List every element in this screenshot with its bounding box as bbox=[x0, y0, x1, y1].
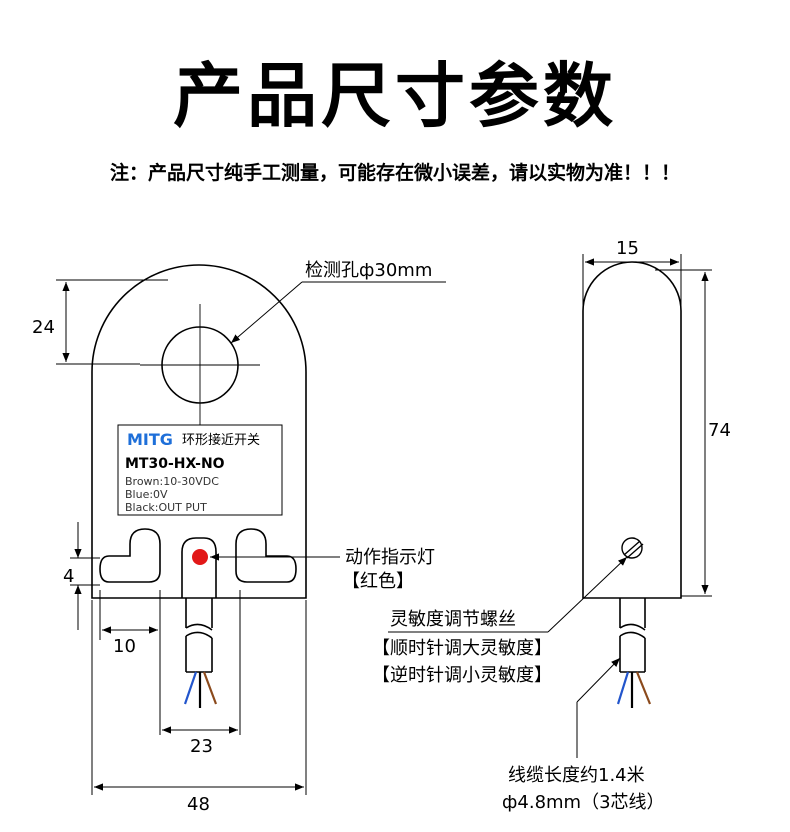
dim-top: 24 bbox=[32, 317, 55, 338]
front-view bbox=[91, 264, 307, 673]
left-mounting-slot bbox=[99, 528, 161, 583]
label-wire-blue: Blue:0V bbox=[125, 488, 168, 501]
front-dimensions bbox=[56, 279, 307, 795]
right-mounting-slot bbox=[235, 528, 297, 583]
label-type: 环形接近开关 bbox=[182, 432, 260, 448]
sensitivity-screw bbox=[621, 537, 643, 559]
side-wires bbox=[616, 671, 652, 708]
label-wire-brown: Brown:10-30VDC bbox=[125, 475, 219, 488]
side-callout-leaders bbox=[388, 556, 628, 758]
dim-thickness: 15 bbox=[616, 238, 639, 259]
dim-height: 74 bbox=[708, 420, 731, 441]
page-title: 产品尺寸参数 bbox=[173, 55, 617, 137]
label-wire-black: Black:OUT PUT bbox=[125, 501, 207, 514]
indicator-boss bbox=[181, 537, 217, 598]
dim-width: 48 bbox=[187, 794, 210, 815]
screw-callout: 灵敏度调节螺丝 bbox=[390, 609, 516, 630]
hole-callout: 检测孔ф30mm bbox=[305, 260, 432, 281]
side-view bbox=[582, 261, 682, 673]
side-dimensions bbox=[582, 254, 712, 597]
label-model: MT30-HX-NO bbox=[125, 456, 225, 472]
indicator-color-callout: 【红色】 bbox=[342, 571, 414, 592]
dim-foot: 10 bbox=[113, 636, 136, 657]
label-brand: MITG bbox=[127, 430, 173, 449]
ccw-callout: 【逆时针调小灵敏度】 bbox=[372, 665, 552, 686]
dim-slot: 4 bbox=[63, 566, 74, 587]
measurement-note: 注：产品尺寸纯手工测量，可能存在微小误差，请以实物为准！！！ bbox=[109, 162, 680, 184]
cw-callout: 【顺时针调大灵敏度】 bbox=[372, 638, 552, 659]
indicator-callout: 动作指示灯 bbox=[345, 547, 435, 568]
front-wires bbox=[183, 671, 218, 708]
dim-cable-span: 23 bbox=[190, 736, 213, 757]
front-housing bbox=[91, 264, 307, 599]
product-label bbox=[117, 424, 283, 516]
front-cable bbox=[185, 598, 213, 673]
cable-length-callout: 线缆长度约1.4米 bbox=[508, 765, 645, 786]
cable-diameter-callout: ф4.8mm（3芯线） bbox=[502, 792, 665, 813]
indicator-led bbox=[192, 549, 208, 565]
side-cable bbox=[619, 598, 646, 673]
front-callout-leaders bbox=[210, 281, 446, 561]
